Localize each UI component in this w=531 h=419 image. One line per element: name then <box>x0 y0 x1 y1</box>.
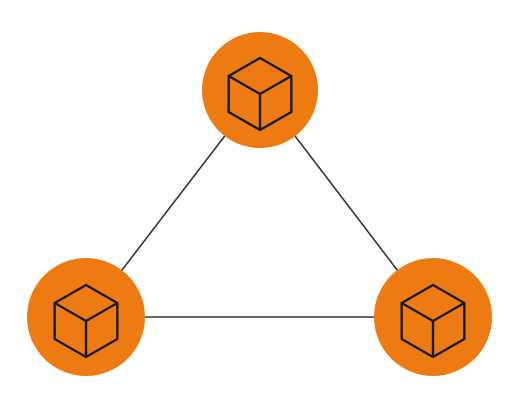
cube-icon <box>400 283 466 359</box>
node-circle <box>202 32 318 148</box>
node-circle <box>374 258 492 376</box>
node-circle <box>27 258 145 376</box>
cube-icon <box>53 283 119 359</box>
node-bottom-left <box>27 258 145 376</box>
cube-icon <box>227 56 293 132</box>
node-top <box>202 32 318 148</box>
diagram-nodes <box>27 32 492 376</box>
node-bottom-right <box>374 258 492 376</box>
